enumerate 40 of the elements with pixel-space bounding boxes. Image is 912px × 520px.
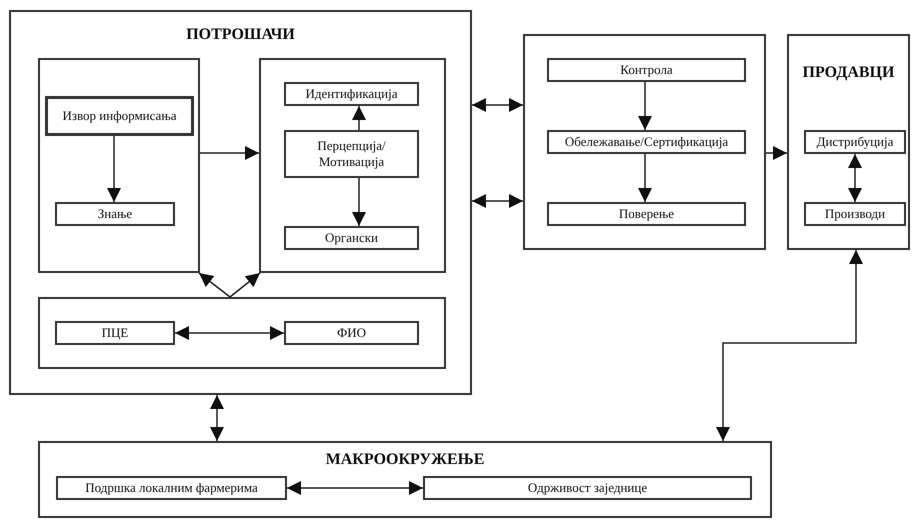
process-box: Дистрибуција <box>804 130 906 154</box>
arrow <box>352 178 366 226</box>
group-title: ПОТРОШАЧИ <box>185 26 296 44</box>
process-box: Обележавање/Сертификација <box>547 130 746 154</box>
group-box <box>38 441 772 518</box>
arrow <box>200 146 259 160</box>
process-box: Идентификација <box>284 82 419 106</box>
arrow <box>352 106 366 130</box>
arrow <box>107 136 121 202</box>
process-box: Поверење <box>547 202 746 226</box>
arrow <box>472 98 523 112</box>
process-box: Контрола <box>547 58 746 82</box>
process-box: Производи <box>804 202 906 226</box>
group-box <box>9 10 472 395</box>
group-title: ПРОДАВЦИ <box>802 64 896 82</box>
group-box <box>523 34 766 250</box>
process-box: Подршка локалним фармерима <box>56 476 287 500</box>
process-box: ПЦЕ <box>55 321 175 345</box>
group-box <box>38 297 446 369</box>
process-box: Знање <box>55 202 175 226</box>
process-box: Извор информисања <box>45 96 194 136</box>
arrow <box>472 194 523 208</box>
process-box: ФИО <box>284 321 419 345</box>
arrow <box>716 250 863 441</box>
process-box: Органски <box>284 226 419 250</box>
arrow <box>766 146 787 160</box>
arrow <box>287 481 423 495</box>
group-box <box>787 34 910 250</box>
process-box: Перцепција/ Мотивација <box>284 130 419 178</box>
arrow <box>175 326 284 340</box>
arrow <box>230 272 260 298</box>
group-box <box>259 58 446 273</box>
arrow <box>848 154 862 202</box>
process-box: Одрживост заједнице <box>423 476 752 500</box>
arrow <box>198 272 230 298</box>
arrow <box>210 395 224 441</box>
arrow <box>638 154 652 202</box>
arrow <box>638 82 652 130</box>
group-title: МАКРООКРУЖЕЊЕ <box>324 451 486 469</box>
group-box <box>38 58 200 273</box>
